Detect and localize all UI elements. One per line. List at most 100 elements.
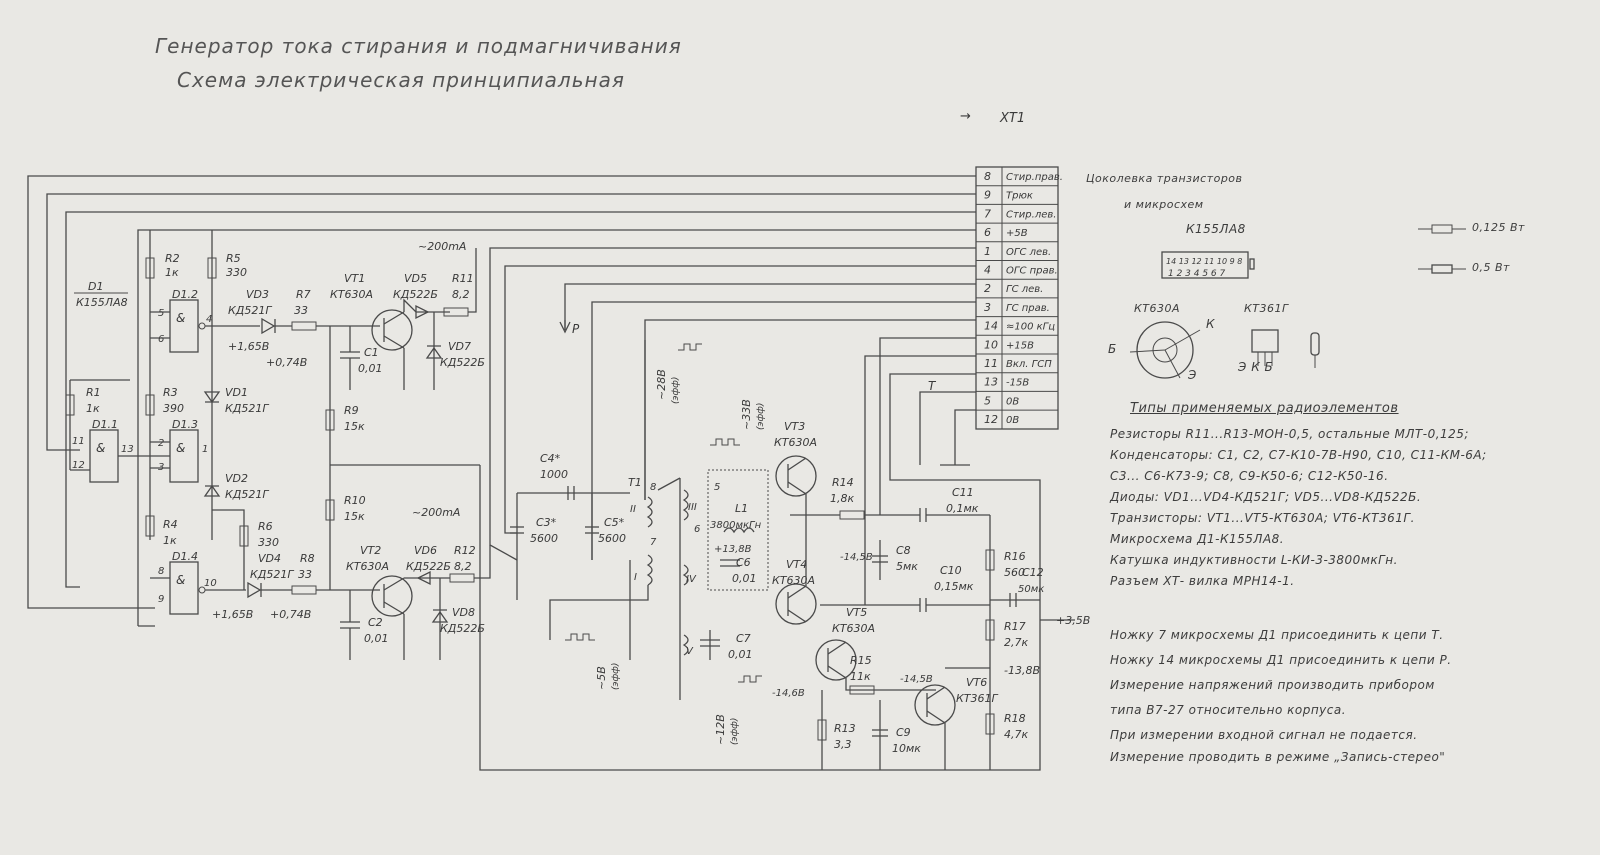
connector-pin-number: 9 <box>984 189 991 202</box>
svg-text:~200mA: ~200mA <box>418 240 466 253</box>
svg-text:VD7: VD7 <box>448 340 471 353</box>
svg-text:8: 8 <box>650 482 656 493</box>
svg-text:VD2: VD2 <box>225 472 248 485</box>
svg-text:10мк: 10мк <box>892 742 921 755</box>
resistor-05-icon <box>1431 264 1453 274</box>
svg-text:КТ361Г: КТ361Г <box>956 692 999 705</box>
vt1 <box>371 309 413 351</box>
vt2 <box>371 575 413 617</box>
r1 <box>65 394 75 416</box>
svg-text:+1,65В: +1,65В <box>228 340 269 353</box>
vd7 <box>425 345 443 359</box>
svg-text:15к: 15к <box>344 420 365 433</box>
svg-text:C3*: C3* <box>536 516 557 529</box>
r7 <box>291 321 317 331</box>
connector-pin-number: 2 <box>984 282 991 295</box>
connector-pin-label: ОГС лев. <box>1006 247 1051 258</box>
connector-pin-label: 0В <box>1006 415 1019 426</box>
connector-pin-label: +5В <box>1006 228 1028 239</box>
svg-text:R14: R14 <box>832 476 854 489</box>
svg-text:14 13 12 11 10 9 8: 14 13 12 11 10 9 8 <box>1166 257 1242 266</box>
gate-d1-1 <box>89 429 119 483</box>
svg-text:R8: R8 <box>300 552 315 565</box>
svg-text:C5*: C5* <box>604 516 625 529</box>
r14 <box>839 510 865 520</box>
pinout-heading2: и микросхем <box>1124 198 1204 211</box>
svg-text:КД522Б: КД522Б <box>406 560 451 573</box>
r9 <box>325 409 335 431</box>
svg-text:R12: R12 <box>454 544 476 557</box>
svg-text:R1: R1 <box>86 386 101 399</box>
channel-lower: VD4 КД521Г R8 33 +1,65В +0,74В R10 15к C… <box>205 460 1041 771</box>
r6 <box>239 525 249 547</box>
svg-text:+0,74В: +0,74В <box>270 608 311 621</box>
vd1 <box>203 391 221 404</box>
svg-text:(эфф): (эфф) <box>730 718 740 745</box>
svg-text:R18: R18 <box>1004 712 1026 725</box>
svg-text:+3,5В: +3,5В <box>1056 614 1090 627</box>
pinout-section: 14 13 12 11 10 9 8 1 2 3 4 5 6 7 <box>1129 224 1466 379</box>
instruction-1: Ножку 7 микросхемы Д1 присоединить к цеп… <box>1110 628 1444 642</box>
svg-text:50мк: 50мк <box>1018 584 1044 595</box>
svg-text:VD3: VD3 <box>246 288 269 301</box>
svg-text:-14,5В: -14,5В <box>840 552 873 563</box>
instruction-4: типа В7-27 относительно корпуса. <box>1110 703 1347 717</box>
svg-text:VT3: VT3 <box>784 420 805 433</box>
svg-text:IV: IV <box>686 574 697 585</box>
svg-text:C11: C11 <box>952 486 974 499</box>
connector-pin-number: 11 <box>984 357 998 370</box>
svg-text:4,7к: 4,7к <box>1004 728 1028 741</box>
svg-text:VT4: VT4 <box>786 558 807 571</box>
t-label: T <box>928 379 937 393</box>
pinout-heading: Цоколевка транзисторов <box>1086 172 1243 185</box>
svg-text:C1: C1 <box>364 346 379 359</box>
svg-text:5600: 5600 <box>530 532 558 545</box>
svg-text:-14,6В: -14,6В <box>772 688 805 699</box>
svg-text:R9: R9 <box>344 404 359 417</box>
r5 <box>207 257 217 279</box>
svg-text:R13: R13 <box>834 722 856 735</box>
svg-text:L1: L1 <box>735 502 748 515</box>
svg-text:0,01: 0,01 <box>358 362 383 375</box>
vd5 <box>415 304 430 320</box>
kt361g-package <box>1251 329 1279 353</box>
ic-package <box>1161 251 1249 279</box>
svg-text:2,7к: 2,7к <box>1004 636 1028 649</box>
oscillator-section: VT3 КТ630А VT4 КТ630А R14 1,8к C11 0,1мк… <box>772 420 1090 770</box>
svg-text:C7: C7 <box>736 632 751 645</box>
svg-text:КД522Б: КД522Б <box>440 622 485 635</box>
svg-text:VT5: VT5 <box>846 606 867 619</box>
r17 <box>985 619 995 641</box>
d1-ref: D1 <box>88 280 103 293</box>
svg-text:5мк: 5мк <box>896 560 918 573</box>
svg-text:0,15мк: 0,15мк <box>934 580 974 593</box>
svg-text:R17: R17 <box>1004 620 1026 633</box>
svg-text:КТ630А: КТ630А <box>774 436 817 449</box>
connector-pin-number: 6 <box>984 226 991 239</box>
vd4 <box>247 581 262 599</box>
connector-pin-label: ≈100 кГц <box>1006 322 1055 333</box>
svg-text:C12: C12 <box>1022 566 1044 579</box>
svg-text:390: 390 <box>163 402 184 415</box>
svg-text:КД522Б: КД522Б <box>440 356 485 369</box>
svg-text:&: & <box>96 441 105 455</box>
svg-text:C4*: C4* <box>540 452 561 465</box>
connector-pin-label: -15В <box>1006 378 1029 389</box>
instruction-5: При измерении входной сигнал не подается… <box>1110 728 1418 742</box>
coil-ii <box>646 496 653 528</box>
svg-text:8,2: 8,2 <box>454 560 472 573</box>
r13 <box>817 719 827 741</box>
svg-text:+0,74В: +0,74В <box>266 356 307 369</box>
connector-pin-label: ГС прав. <box>1006 303 1050 314</box>
svg-text:&: & <box>176 573 185 587</box>
svg-text:1,8к: 1,8к <box>830 492 854 505</box>
svg-text:D1.3: D1.3 <box>172 418 198 431</box>
svg-text:5: 5 <box>714 482 720 493</box>
svg-text:-13,8В: -13,8В <box>1004 664 1040 677</box>
r16 <box>985 549 995 571</box>
connector-pin-label: ГС лев. <box>1006 284 1043 295</box>
svg-text:T1: T1 <box>628 476 642 489</box>
notes-line-2: Конденсаторы: C1, C2, C7-К10-7В-Н90, C10… <box>1110 448 1487 462</box>
